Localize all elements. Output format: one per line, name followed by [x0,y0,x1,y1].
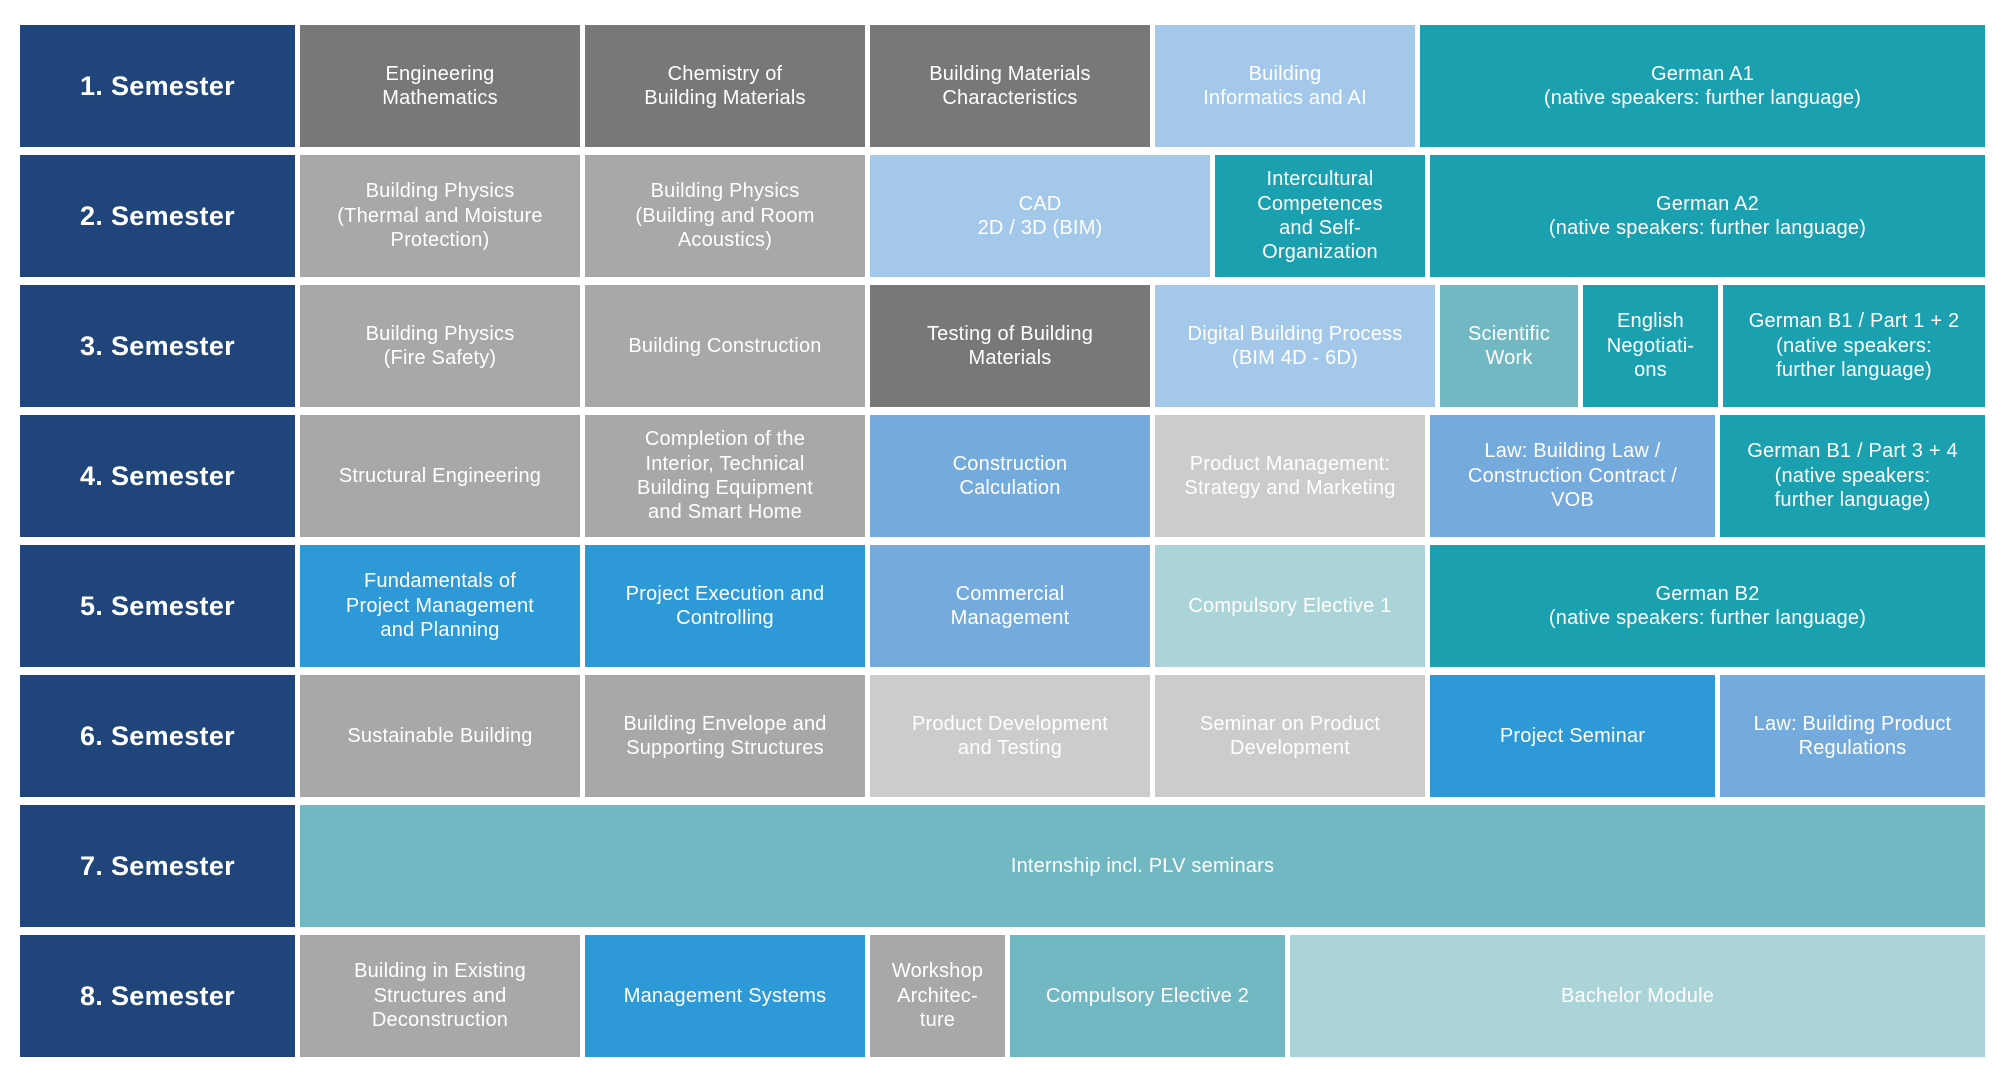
course-block: Compulsory Elective 1 [1155,545,1425,667]
semester-label-3: 3. Semester [20,285,295,407]
course-block: Project Seminar [1430,675,1715,797]
course-block: Law: Building Product Regulations [1720,675,1985,797]
course-block: Compulsory Elective 2 [1010,935,1285,1057]
course-block: Building Physics (Fire Safety) [300,285,580,407]
course-block: CAD 2D / 3D (BIM) [870,155,1210,277]
course-block: Building Envelope and Supporting Structu… [585,675,865,797]
course-block: Building Construction [585,285,865,407]
course-block: Product Management: Strategy and Marketi… [1155,415,1425,537]
course-block: Building Physics (Building and Room Acou… [585,155,865,277]
course-block: Bachelor Module [1290,935,1985,1057]
course-block: Scientific Work [1440,285,1578,407]
semester-label-6: 6. Semester [20,675,295,797]
course-block: Completion of the Interior, Technical Bu… [585,415,865,537]
course-block: Intercultural Competences and Self- Orga… [1215,155,1425,277]
course-block: Digital Building Process (BIM 4D - 6D) [1155,285,1435,407]
course-block: German A1 (native speakers: further lang… [1420,25,1985,147]
course-block: Seminar on Product Development [1155,675,1425,797]
course-block: English Negotiati- ons [1583,285,1718,407]
semester-label-2: 2. Semester [20,155,295,277]
semester-label-1: 1. Semester [20,25,295,147]
course-block: Structural Engineering [300,415,580,537]
course-block: German B2 (native speakers: further lang… [1430,545,1985,667]
course-block: Management Systems [585,935,865,1057]
course-block: Product Development and Testing [870,675,1150,797]
course-block: German B1 / Part 1 + 2 (native speakers:… [1723,285,1985,407]
course-block: Building in Existing Structures and Deco… [300,935,580,1057]
course-block: Engineering Mathematics [300,25,580,147]
course-block: Building Materials Characteristics [870,25,1150,147]
course-block: Building Physics (Thermal and Moisture P… [300,155,580,277]
course-block: Sustainable Building [300,675,580,797]
semester-label-5: 5. Semester [20,545,295,667]
course-block: Fundamentals of Project Management and P… [300,545,580,667]
course-block: Internship incl. PLV seminars [300,805,1985,927]
course-block: Project Execution and Controlling [585,545,865,667]
course-block: Testing of Building Materials [870,285,1150,407]
course-block: Building Informatics and AI [1155,25,1415,147]
semester-label-8: 8. Semester [20,935,295,1057]
course-block: Commercial Management [870,545,1150,667]
semester-label-7: 7. Semester [20,805,295,927]
course-block: German B1 / Part 3 + 4 (native speakers:… [1720,415,1985,537]
course-block: German A2 (native speakers: further lang… [1430,155,1985,277]
course-block: Construction Calculation [870,415,1150,537]
course-block: Law: Building Law / Construction Contrac… [1430,415,1715,537]
semester-label-4: 4. Semester [20,415,295,537]
course-block: Workshop Architec- ture [870,935,1005,1057]
course-block: Chemistry of Building Materials [585,25,865,147]
